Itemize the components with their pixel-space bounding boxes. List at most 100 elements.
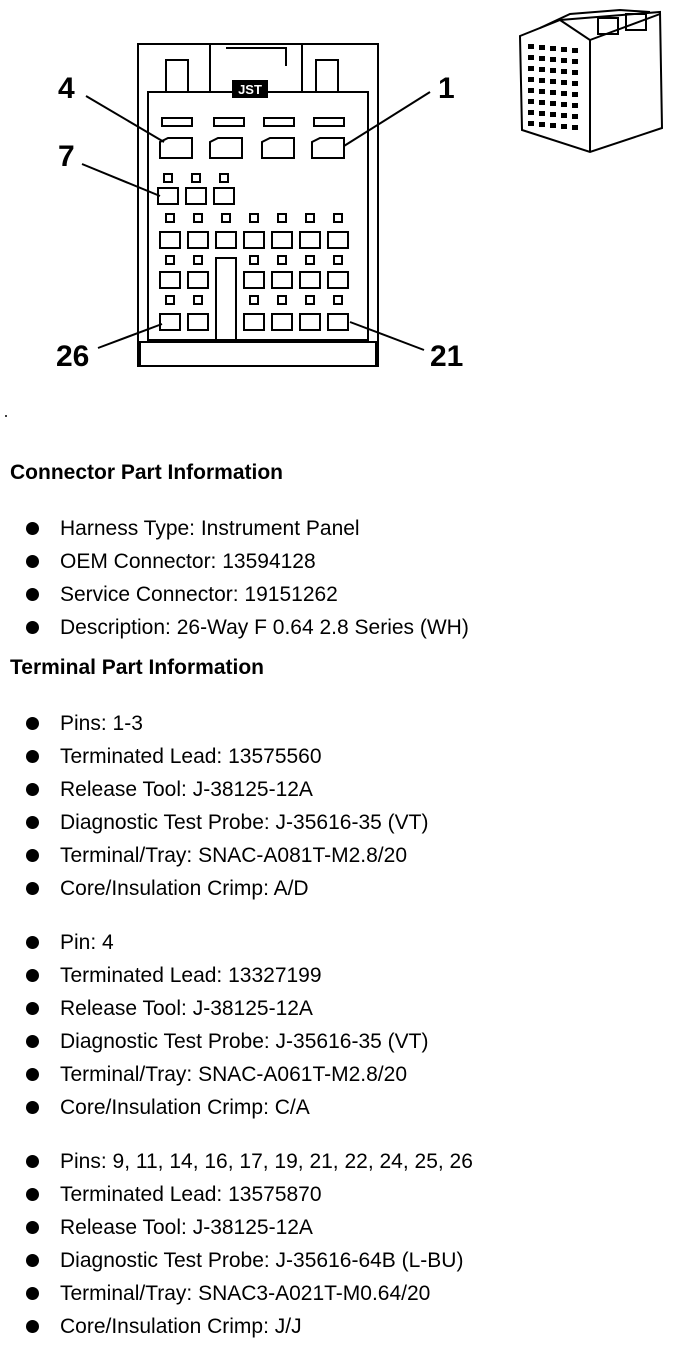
thumb-cavity	[528, 77, 534, 82]
cavity	[187, 271, 209, 289]
thumb-cavity	[550, 112, 556, 117]
bullet-icon	[26, 969, 39, 982]
terminal-info-heading: Terminal Part Information	[10, 656, 264, 679]
thumb-cavity	[528, 110, 534, 115]
thumb-cavity	[572, 125, 578, 130]
connector-info-heading: Connector Part Information	[10, 461, 284, 484]
list-item: Core/Insulation Crimp: A/D	[26, 872, 428, 905]
thumb-cavity	[561, 102, 567, 107]
terminal-group-1: Pins: 1-3 Terminated Lead: 13575560 Rele…	[26, 707, 428, 905]
bullet-icon	[26, 1068, 39, 1081]
list-item: Harness Type: Instrument Panel	[26, 512, 469, 545]
thumb-cavity	[561, 69, 567, 74]
bullet-icon	[26, 1320, 39, 1333]
cavity	[193, 255, 203, 265]
cavity	[277, 295, 287, 305]
thumb-cavity	[561, 113, 567, 118]
bullet-icon	[26, 1254, 39, 1267]
thumb-cavity	[528, 44, 534, 49]
cavity	[191, 173, 201, 183]
cavity	[221, 213, 231, 223]
thumb-cavity	[539, 45, 545, 50]
cavity	[215, 231, 237, 249]
cavity	[271, 231, 293, 249]
callout-26: 26	[56, 340, 89, 373]
list-item: Pin: 4	[26, 926, 428, 959]
cavity	[243, 313, 265, 331]
list-item: Terminated Lead: 13575870	[26, 1178, 473, 1211]
cavity	[333, 295, 343, 305]
cavity	[165, 295, 175, 305]
list-item: Terminated Lead: 13575560	[26, 740, 428, 773]
thumb-cavity	[528, 121, 534, 126]
thumb-cavity	[572, 70, 578, 75]
thumb-cavity	[572, 114, 578, 119]
thumb-cavity	[561, 58, 567, 63]
bullet-icon	[26, 522, 39, 535]
list-item: Description: 26-Way F 0.64 2.8 Series (W…	[26, 611, 469, 644]
thumb-cavity	[561, 91, 567, 96]
bullet-icon	[26, 1101, 39, 1114]
cavity	[219, 173, 229, 183]
thumb-cavity	[561, 80, 567, 85]
cavity	[277, 255, 287, 265]
callout-21: 21	[430, 340, 463, 373]
jst-logo: JST	[232, 80, 268, 98]
cavity	[157, 187, 179, 205]
thumb-cavity	[539, 56, 545, 61]
cavity	[333, 213, 343, 223]
thumb-cavity	[550, 90, 556, 95]
thumb-cavity	[550, 46, 556, 51]
bullet-icon	[26, 1221, 39, 1234]
thumb-cavity	[539, 100, 545, 105]
cavity	[213, 187, 235, 205]
connector-3d-thumbnail	[518, 8, 664, 154]
cavity	[187, 231, 209, 249]
bullet-icon	[26, 750, 39, 763]
cavity	[299, 271, 321, 289]
cavity	[243, 231, 265, 249]
bullet-icon	[26, 717, 39, 730]
cavity	[271, 313, 293, 331]
list-item: Diagnostic Test Probe: J-35616-35 (VT)	[26, 806, 428, 839]
terminal-group-2: Pin: 4 Terminated Lead: 13327199 Release…	[26, 926, 428, 1124]
bullet-icon	[26, 882, 39, 895]
thumb-cavity	[550, 101, 556, 106]
callout-4: 4	[58, 72, 75, 105]
thumb-cavity	[550, 57, 556, 62]
cavity	[163, 173, 173, 183]
callout-7: 7	[58, 140, 75, 173]
thumb-cavity	[528, 55, 534, 60]
list-item: Pins: 1-3	[26, 707, 428, 740]
terminal-group-3: Pins: 9, 11, 14, 16, 17, 19, 21, 22, 24,…	[26, 1145, 473, 1343]
list-item: Terminal/Tray: SNAC-A061T-M2.8/20	[26, 1058, 428, 1091]
thumb-cavity	[550, 123, 556, 128]
thumb-cavity	[550, 79, 556, 84]
thumb-cavity	[539, 111, 545, 116]
cavity	[305, 295, 315, 305]
cavity	[327, 313, 349, 331]
cavity	[299, 313, 321, 331]
bullet-icon	[26, 1035, 39, 1048]
thumb-cavity	[539, 78, 545, 83]
list-item: Release Tool: J-38125-12A	[26, 1211, 473, 1244]
cavity	[159, 271, 181, 289]
thumb-cavity	[572, 59, 578, 64]
cavity	[193, 213, 203, 223]
callout-1: 1	[438, 72, 455, 105]
list-item: Core/Insulation Crimp: J/J	[26, 1310, 473, 1343]
connector-diagram: JST 4 1 7 26 21	[5, 8, 664, 417]
svg-text:JST: JST	[238, 82, 262, 97]
thumb-cavity	[539, 122, 545, 127]
cavity	[249, 255, 259, 265]
cavity	[165, 255, 175, 265]
cavity	[271, 271, 293, 289]
cavity	[299, 231, 321, 249]
connector-info-list: Harness Type: Instrument Panel OEM Conne…	[26, 512, 469, 644]
list-item: Release Tool: J-38125-12A	[26, 773, 428, 806]
list-item: Terminal/Tray: SNAC-A081T-M2.8/20	[26, 839, 428, 872]
thumb-cavity	[539, 89, 545, 94]
cavity	[193, 295, 203, 305]
cavity	[185, 187, 207, 205]
thumb-cavity	[561, 47, 567, 52]
